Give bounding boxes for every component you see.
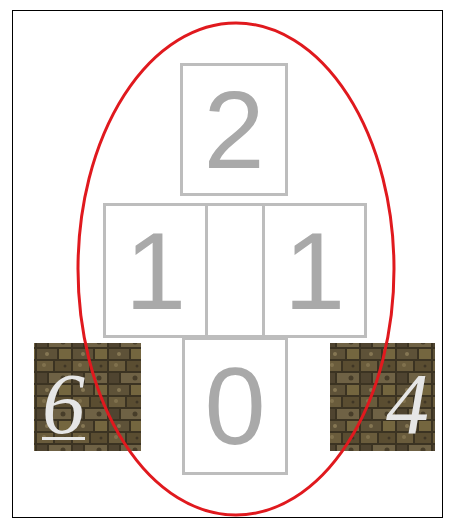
stone-number: 6	[42, 361, 85, 447]
number-square: 1	[262, 203, 367, 338]
red-ellipse	[78, 23, 394, 515]
square-number: 1	[125, 216, 186, 326]
square-number: 2	[203, 75, 264, 185]
stone-tile-node: 4	[330, 343, 435, 451]
stone-number: 4	[386, 361, 429, 447]
number-square: 2	[180, 63, 288, 196]
number-square: 0	[182, 337, 288, 475]
number-square: 1	[103, 203, 208, 338]
outer-frame	[13, 11, 443, 518]
square-number: 1	[284, 216, 345, 326]
stone-tile-node: 6	[34, 343, 141, 451]
empty-square	[207, 205, 264, 337]
square-number: 0	[204, 351, 265, 461]
